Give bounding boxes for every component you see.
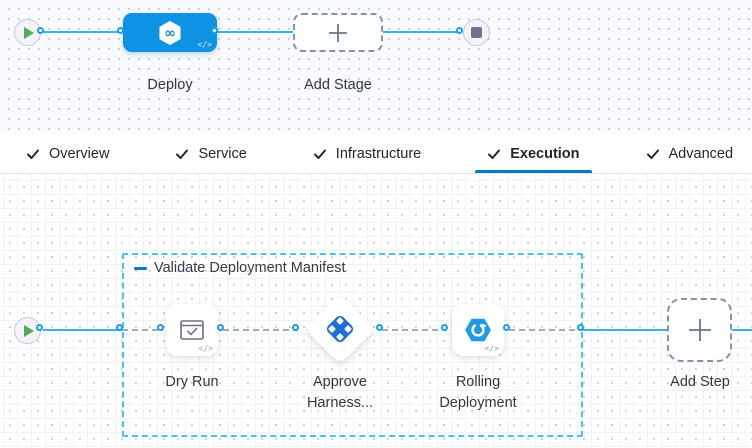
step-group-validate-deployment-manifest[interactable] bbox=[122, 253, 583, 437]
connector-point[interactable] bbox=[376, 324, 383, 331]
collapse-icon[interactable] bbox=[134, 266, 147, 270]
step-node-dry-run[interactable]: </> bbox=[166, 304, 218, 356]
stage-canvas: ∞ </> Deploy Add Stage bbox=[0, 0, 752, 134]
harness-approval-icon bbox=[326, 315, 354, 343]
pipeline-end-node[interactable] bbox=[463, 19, 490, 46]
connector-point[interactable] bbox=[292, 324, 299, 331]
connector-point[interactable] bbox=[117, 26, 124, 34]
play-icon bbox=[24, 26, 34, 39]
connector-line bbox=[217, 31, 293, 33]
tab-overview[interactable]: Overview bbox=[14, 134, 121, 173]
connector-line-dashed bbox=[223, 329, 298, 331]
tab-infrastructure[interactable]: Infrastructure bbox=[301, 134, 433, 173]
check-icon bbox=[27, 149, 39, 159]
connector-point[interactable] bbox=[441, 324, 448, 331]
pipeline-start-node[interactable] bbox=[14, 19, 41, 46]
tab-advanced[interactable]: Advanced bbox=[634, 134, 746, 173]
add-step-label: Add Step bbox=[670, 374, 730, 390]
connector-line bbox=[583, 329, 667, 331]
step-group-header[interactable]: Validate Deployment Manifest bbox=[134, 260, 346, 276]
connector-point[interactable] bbox=[37, 26, 44, 34]
step-name-label: Dry Run bbox=[165, 374, 219, 390]
plus-icon bbox=[688, 319, 711, 341]
play-icon bbox=[24, 324, 34, 337]
connector-point[interactable] bbox=[577, 324, 584, 331]
connector-line-dashed bbox=[382, 329, 447, 331]
dry-run-icon bbox=[180, 320, 204, 340]
stage-name-label: Deploy bbox=[147, 77, 193, 93]
connector-line-dashed bbox=[509, 329, 583, 331]
stage-node-deploy[interactable]: ∞ </> bbox=[123, 13, 217, 52]
plus-icon bbox=[329, 23, 347, 42]
connector-point[interactable] bbox=[456, 26, 463, 34]
code-view-icon[interactable]: </> bbox=[198, 344, 213, 353]
connector-line-dashed bbox=[122, 329, 163, 331]
check-icon bbox=[646, 149, 659, 159]
step-name-line: Approve bbox=[312, 374, 367, 390]
step-name-label: Approve Harness... bbox=[307, 372, 373, 414]
connector-point[interactable] bbox=[157, 324, 164, 331]
tab-execution[interactable]: Execution bbox=[475, 134, 592, 173]
step-name-line: Harness... bbox=[306, 395, 374, 411]
tab-service[interactable]: Service bbox=[163, 134, 258, 173]
tab-label: Execution bbox=[510, 145, 580, 162]
tab-label: Service bbox=[198, 145, 247, 162]
check-icon bbox=[488, 149, 501, 159]
tab-label: Infrastructure bbox=[335, 145, 422, 162]
add-stage-button[interactable] bbox=[293, 13, 383, 52]
tab-label: Advanced bbox=[668, 145, 734, 162]
code-view-icon[interactable]: </> bbox=[197, 40, 212, 49]
rolling-deployment-icon bbox=[465, 318, 491, 342]
stop-icon bbox=[471, 27, 482, 38]
svg-text:∞: ∞ bbox=[164, 25, 176, 41]
connector-line bbox=[43, 31, 123, 33]
connector-line bbox=[383, 31, 457, 33]
code-view-icon[interactable]: </> bbox=[484, 344, 499, 353]
add-step-button[interactable] bbox=[667, 298, 732, 362]
add-stage-label: Add Stage bbox=[304, 77, 372, 93]
connector-point[interactable] bbox=[503, 324, 510, 331]
connector-line bbox=[43, 329, 122, 331]
step-group-label: Validate Deployment Manifest bbox=[154, 260, 346, 276]
connector-point[interactable] bbox=[217, 324, 224, 331]
stage-config-tabbar: Overview Service Infrastructure Executio… bbox=[0, 134, 752, 174]
step-name-label: Rolling Deployment bbox=[439, 374, 517, 411]
check-icon bbox=[176, 149, 189, 159]
tab-label: Overview bbox=[49, 145, 110, 162]
connector-point[interactable] bbox=[36, 324, 43, 331]
check-icon bbox=[313, 149, 326, 159]
step-node-approve-harness[interactable] bbox=[304, 293, 376, 365]
step-node-rolling-deployment[interactable]: </> bbox=[452, 304, 504, 356]
connector-point[interactable] bbox=[116, 324, 123, 331]
harness-cd-stage-icon: ∞ bbox=[159, 20, 181, 45]
execution-canvas: Validate Deployment Manifest bbox=[0, 174, 752, 448]
connector-point[interactable] bbox=[211, 26, 218, 34]
connector-line bbox=[732, 329, 752, 331]
